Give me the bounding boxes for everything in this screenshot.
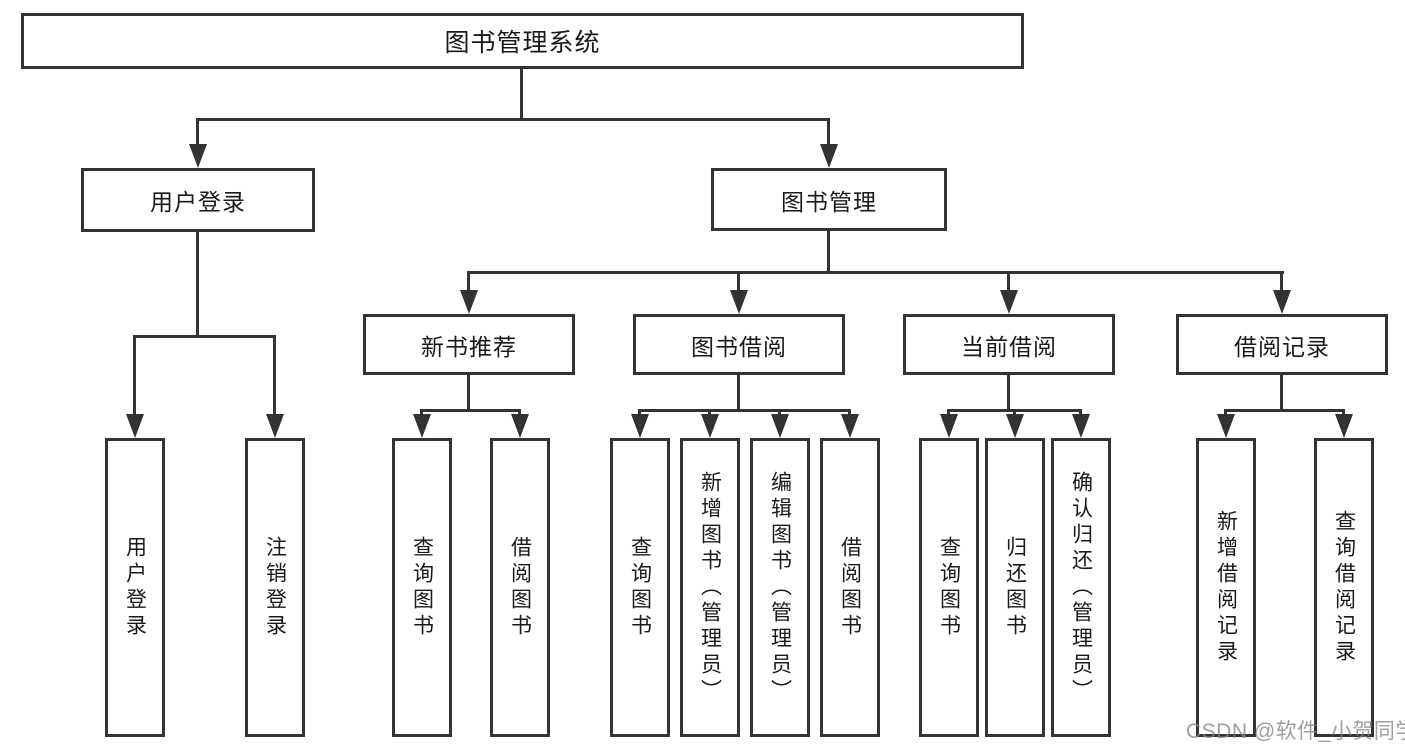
connector-line: [737, 374, 740, 411]
connector-line: [638, 409, 851, 412]
leaf-query-book-3: 查询图书: [919, 438, 979, 737]
node-label: 新书推荐: [421, 333, 517, 360]
node-label: 借阅记录: [1234, 333, 1330, 360]
leaf-confirm-return-admin: 确认归还（管理员）: [1051, 438, 1111, 737]
arrow-down-icon: [701, 414, 719, 438]
connector-line: [420, 409, 521, 412]
leaf-add-borrow-record: 新增借阅记录: [1196, 438, 1256, 737]
connector-line: [196, 231, 199, 337]
arrow-down-icon: [189, 144, 207, 168]
node-label: 查询图书: [410, 535, 434, 640]
node-label: 用户登录: [150, 189, 246, 215]
leaf-query-book-1: 查询图书: [392, 438, 452, 737]
node-label: 图书管理: [781, 188, 877, 215]
leaf-return-book: 归还图书: [985, 438, 1045, 737]
connector-line: [467, 274, 470, 292]
arrow-down-icon: [841, 414, 859, 438]
node-label: 查询图书: [628, 535, 652, 640]
leaf-borrow-book-2: 借阅图书: [820, 438, 880, 737]
leaf-query-borrow-record: 查询借阅记录: [1314, 438, 1374, 737]
node-user-login: 用户登录: [81, 168, 315, 232]
node-current-borrow: 当前借阅: [903, 314, 1115, 375]
arrow-down-icon: [126, 414, 144, 438]
leaf-logout: 注销登录: [245, 438, 305, 737]
connector-line: [133, 338, 136, 416]
connector-line: [827, 121, 830, 146]
connector-line: [1224, 409, 1345, 412]
connector-line: [1280, 374, 1283, 411]
node-label: 查询图书: [937, 535, 961, 640]
arrow-down-icon: [266, 414, 284, 438]
node-book-borrow: 图书借阅: [633, 314, 845, 375]
node-root: 图书管理系统: [21, 13, 1024, 69]
arrow-down-icon: [1072, 414, 1090, 438]
node-label: 查询借阅记录: [1332, 509, 1356, 666]
arrow-down-icon: [1000, 290, 1018, 314]
arrow-down-icon: [413, 414, 431, 438]
connector-line: [196, 121, 199, 146]
connector-line: [196, 118, 830, 121]
node-label: 借阅图书: [508, 535, 532, 640]
connector-line: [467, 271, 1284, 274]
leaf-user-login: 用户登录: [105, 438, 165, 737]
connector-line: [467, 374, 470, 411]
watermark-text: CSDN @软件_小贺同学: [1186, 720, 1405, 743]
node-borrow-record: 借阅记录: [1176, 314, 1388, 375]
node-book-management: 图书管理: [711, 168, 947, 231]
connector-line: [1007, 274, 1010, 292]
arrow-down-icon: [820, 144, 838, 168]
arrow-down-icon: [511, 414, 529, 438]
arrow-down-icon: [631, 414, 649, 438]
connector-line: [1007, 374, 1010, 411]
arrow-down-icon: [771, 414, 789, 438]
leaf-edit-book-admin: 编辑图书（管理员）: [750, 438, 810, 737]
arrow-down-icon: [1273, 290, 1291, 314]
arrow-down-icon: [730, 290, 748, 314]
arrow-down-icon: [1335, 414, 1353, 438]
leaf-borrow-book-1: 借阅图书: [490, 438, 550, 737]
node-label: 编辑图书（管理员）: [768, 470, 792, 705]
node-label: 当前借阅: [961, 333, 1057, 360]
arrow-down-icon: [940, 414, 958, 438]
connector-line: [947, 409, 1082, 412]
connector-line: [737, 274, 740, 292]
node-label: 归还图书: [1003, 535, 1027, 640]
connector-line: [520, 68, 523, 121]
arrow-down-icon: [460, 290, 478, 314]
node-label: 借阅图书: [838, 535, 862, 640]
leaf-query-book-2: 查询图书: [610, 438, 670, 737]
arrow-down-icon: [1217, 414, 1235, 438]
node-label: 注销登录: [263, 535, 287, 640]
connector-line: [827, 230, 830, 274]
node-label: 新增借阅记录: [1214, 509, 1238, 666]
node-label: 确认归还（管理员）: [1069, 470, 1093, 705]
connector-line: [273, 338, 276, 416]
node-label: 图书管理系统: [444, 29, 601, 57]
connector-line: [133, 335, 276, 338]
node-label: 新增图书（管理员）: [698, 470, 722, 705]
node-label: 用户登录: [123, 535, 147, 640]
connector-line: [1280, 274, 1283, 292]
arrow-down-icon: [1006, 414, 1024, 438]
node-new-book-recommend: 新书推荐: [363, 314, 575, 375]
node-label: 图书借阅: [691, 333, 787, 360]
leaf-add-book-admin: 新增图书（管理员）: [680, 438, 740, 737]
